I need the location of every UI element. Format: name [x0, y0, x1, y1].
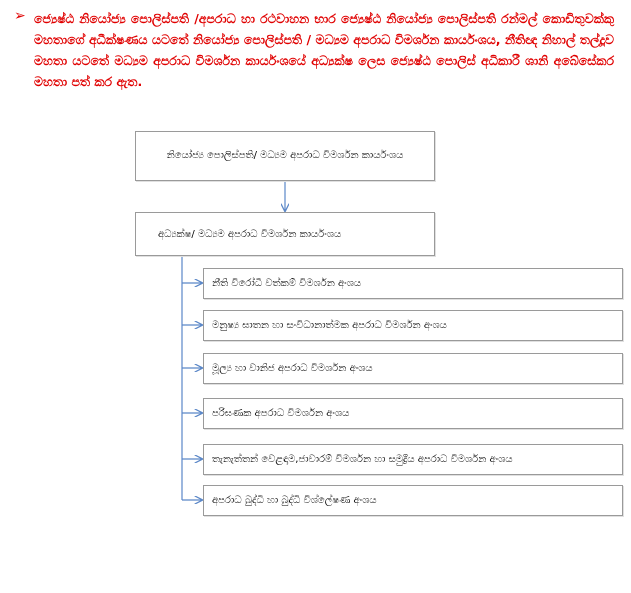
unit-label: තැනැත්තන් වෙළඳාම,ජාවාරම් විමර්ශන හා සමුද…	[212, 454, 513, 465]
director-cid-box: අධ්‍යක්ෂ/ මධ්‍යම අපරාධ විමර්ශන කාර්යංශය	[135, 212, 435, 256]
appointment-paragraph: ජ්‍යෙෂ්ඨ නියෝජ්‍ය පොලිස්පති /අපරාධ හා රථ…	[34, 11, 614, 89]
director-cid-label: අධ්‍යක්ෂ/ මධ්‍යම අපරාධ විමර්ශන කාර්යංශය	[158, 228, 342, 240]
dig-cid-box: නියෝජ්‍ය පොලිස්පති/ මධ්‍යම අපරාධ විමර්ශන…	[135, 131, 435, 181]
unit-box-illegal-assets: නීති විරෝධී වත්කම් විමර්ශන අංශය	[203, 268, 623, 299]
unit-label: පරිඝණක අපරාධ විමර්ශන අංශය	[212, 408, 350, 419]
unit-box-homicide-organized: මනුෂ්‍ය ඝාතන හා සංවිධානාත්මක අපරාධ විමර්…	[203, 310, 623, 341]
unit-label: මනුෂ්‍ය ඝාතන හා සංවිධානාත්මක අපරාධ විමර්…	[212, 320, 447, 331]
unit-box-human-trafficking-maritime: තැනැත්තන් වෙළඳාම,ජාවාරම් විමර්ශන හා සමුද…	[203, 444, 623, 475]
dig-cid-label: නියෝජ්‍ය පොලිස්පති/ මධ්‍යම අපරාධ විමර්ශන…	[166, 150, 404, 161]
unit-label: නීති විරෝධී වත්කම් විමර්ශන අංශය	[212, 278, 362, 289]
unit-box-computer-crime: පරිඝණක අපරාධ විමර්ශන අංශය	[203, 398, 623, 429]
unit-box-financial-commercial: මූල්‍ය හා වානිජ අපරාධ විමර්ශන අංශය	[203, 353, 623, 384]
unit-label: මූල්‍ය හා වානිජ අපරාධ විමර්ශන අංශය	[212, 363, 373, 374]
bullet-arrow-icon: ➢	[14, 8, 26, 24]
unit-label: අපරාධ බුද්ධි හා බුද්ධි විශ්ලේෂණ අංශය	[212, 495, 377, 506]
unit-box-criminal-intelligence: අපරාධ බුද්ධි හා බුද්ධි විශ්ලේෂණ අංශය	[203, 485, 623, 516]
